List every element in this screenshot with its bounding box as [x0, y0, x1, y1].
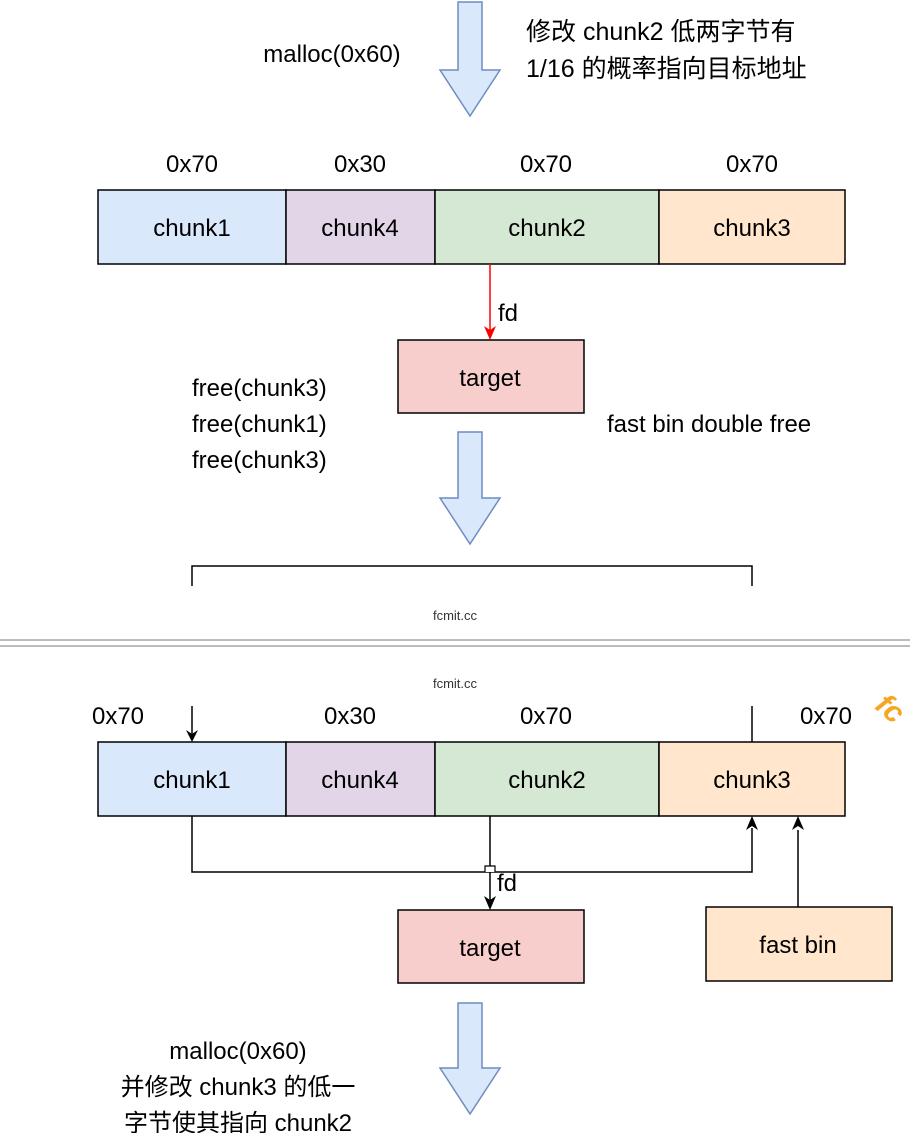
top-cut-size-3: 0x70 [520, 581, 572, 608]
bottom-fastbin-pointer-head [792, 816, 804, 830]
bottom-chunk1-in-head [186, 730, 198, 742]
bottom-fd-crossing-hop [484, 865, 496, 872]
top-size-label-chunk4: 0x30 [334, 151, 386, 178]
top-chunk1-label: chunk1 [153, 215, 230, 242]
top-size-label-chunk1: 0x70 [166, 151, 218, 178]
hollow-down-arrow-bottom [438, 1002, 502, 1116]
bottom-chunk2-label: chunk2 [508, 767, 585, 794]
bottom-chunk1-box [97, 741, 287, 817]
top-chunk2-box [434, 189, 660, 265]
top-free-line-2: free(chunk1) [192, 411, 327, 438]
top-fd-label: fd [498, 300, 518, 327]
watermark-corner: fc [869, 688, 910, 731]
bottom-size-label-chunk4: 0x30 [324, 703, 376, 730]
bottom-chunk3-in-head [746, 816, 758, 830]
top-malloc-label: malloc(0x60) [263, 41, 400, 68]
top-free-line-3: free(chunk3) [192, 447, 327, 474]
bottom-target-box [397, 909, 585, 984]
bottom-fd-pointer-head [484, 896, 496, 910]
top-chunk3-label: chunk3 [713, 215, 790, 242]
bottom-fastbin-box [705, 906, 893, 982]
top-note-line1: 修改 chunk2 低两字节有 [526, 18, 796, 46]
bottom-malloc-line1: malloc(0x60) [169, 1038, 306, 1065]
bottom-chunk4-box [285, 741, 436, 817]
top-chunk3-box [658, 189, 846, 265]
bottom-chunk4-label: chunk4 [321, 767, 398, 794]
bottom-size-label-chunk3: 0x70 [800, 703, 852, 730]
page-separator: fcmit.cc fcmit.cc fc [0, 608, 910, 730]
bottom-malloc-line2: 并修改 chunk3 的低一 [121, 1074, 356, 1101]
watermark-bottom: fcmit.cc [433, 676, 478, 691]
bottom-fastbin-label: fast bin [759, 932, 836, 959]
top-chunk4-box [285, 189, 436, 265]
top-cut-size-2: 0x30 [324, 581, 376, 608]
top-panel: malloc(0x60) 修改 chunk2 低两字节有 1/16 的概率指向目… [84, 1, 852, 608]
top-chunk4-label: chunk4 [321, 215, 398, 242]
bottom-fd-label: fd [497, 870, 517, 897]
top-size-label-chunk2: 0x70 [520, 151, 572, 178]
top-target-label: target [459, 365, 521, 392]
top-chunk2-label: chunk2 [508, 215, 585, 242]
bottom-chunk1-to-chunk3-path [191, 816, 753, 873]
top-free-line-1: free(chunk3) [192, 375, 327, 402]
hollow-down-arrow-top [438, 1, 502, 118]
bottom-chunk3-box [658, 741, 846, 817]
top-cut-size-1: 0x70 [84, 581, 136, 608]
bottom-panel: 0x70 0x30 0x70 0x70 chunk1 chunk4 chunk2… [92, 703, 893, 1133]
top-fd-pointer-head [484, 326, 496, 340]
top-note-line2: 1/16 的概率指向目标地址 [526, 55, 807, 83]
watermark-top: fcmit.cc [433, 608, 478, 623]
top-double-free-label: fast bin double free [607, 411, 811, 438]
top-chunk1-box [97, 189, 287, 265]
top-target-box [397, 339, 585, 414]
top-cut-size-4: 0x70 [800, 581, 852, 608]
bottom-chunk1-label: chunk1 [153, 767, 230, 794]
bottom-size-label-chunk2: 0x70 [520, 703, 572, 730]
bottom-malloc-line3: 字节使其指向 chunk2 [124, 1110, 352, 1133]
hollow-down-arrow-middle [438, 431, 502, 546]
top-cut-frame [191, 565, 753, 586]
bottom-target-label: target [459, 935, 521, 962]
bottom-size-label-chunk1: 0x70 [92, 703, 144, 730]
bottom-chunk3-label: chunk3 [713, 767, 790, 794]
top-size-label-chunk3: 0x70 [726, 151, 778, 178]
bottom-chunk2-box [434, 741, 660, 817]
